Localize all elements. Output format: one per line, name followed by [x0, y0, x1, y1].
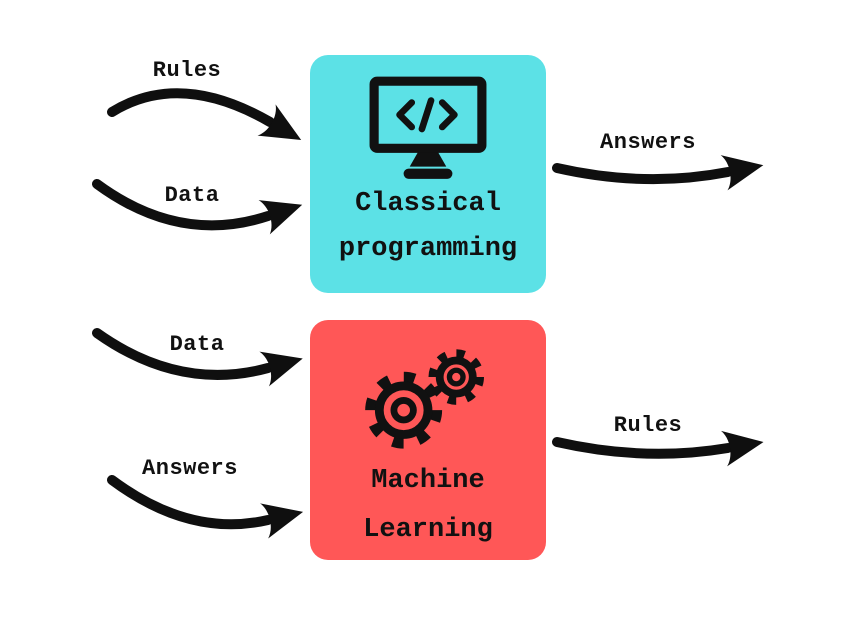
arrow-data-to-ml	[92, 328, 303, 387]
label-classical-input-data: Data	[164, 183, 220, 208]
label-ml-input-answers: Answers	[142, 456, 238, 481]
classical-box-title-line1: Classical	[355, 189, 501, 219]
classical-programming-box: Classical programming	[310, 55, 546, 293]
label-classical-output-answers: Answers	[600, 130, 696, 155]
arrow-classical-to-answers	[552, 155, 764, 191]
label-ml-output-rules: Rules	[613, 413, 683, 438]
arrow-rules-to-classical	[107, 88, 302, 140]
gears-icon	[365, 349, 484, 449]
ml-box-title-line1: Machine	[371, 466, 485, 496]
machine-learning-box: Machine Learning	[310, 320, 546, 560]
label-ml-input-data: Data	[169, 332, 225, 357]
arrow-answers-to-ml	[107, 475, 304, 539]
classical-box-title-line2: programming	[338, 234, 518, 264]
arrow-ml-to-rules	[552, 430, 764, 467]
arrow-data-to-classical	[92, 179, 303, 235]
ml-box-title-line2: Learning	[363, 515, 493, 545]
label-classical-input-rules: Rules	[152, 58, 222, 83]
computer-monitor-code-icon	[369, 76, 487, 179]
